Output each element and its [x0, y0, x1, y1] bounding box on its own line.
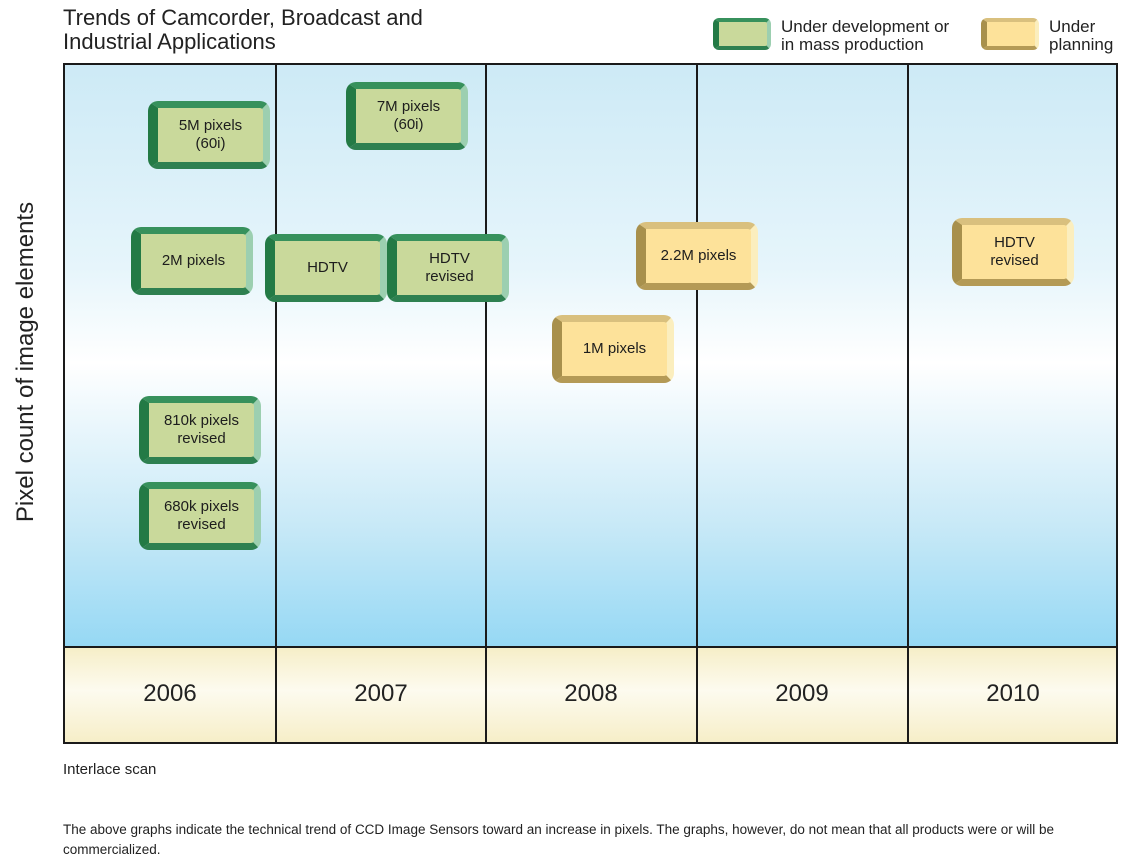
sensor-box-hdtv-2007: HDTV [265, 234, 387, 302]
year-divider [275, 65, 277, 742]
disclaimer-note: The above graphs indicate the technical … [63, 822, 1055, 857]
legend-development: Under development or in mass production [713, 18, 949, 54]
year-label-2010: 2010 [986, 680, 1040, 707]
year-label-2008: 2008 [564, 680, 618, 707]
sensor-box-5m-pixels: 5M pixels(60i) [148, 101, 270, 169]
legend-planning-label: Under planning [1049, 18, 1113, 54]
legend-development-line-2: in mass production [781, 35, 924, 54]
sensor-box-2-2m-pixels: 2.2M pixels [636, 222, 758, 290]
scan-type-note: Interlace scan [63, 761, 157, 778]
legend-planning-line-2: planning [1049, 35, 1114, 54]
legend-development-line-1: Under development or [781, 17, 950, 36]
sensor-box-1m-pixels: 1M pixels [552, 315, 674, 383]
year-divider [696, 65, 698, 742]
sensor-box-2m-pixels: 2M pixels [131, 227, 253, 295]
legend-development-label: Under development or in mass production [781, 18, 949, 54]
year-label-2007: 2007 [354, 680, 408, 707]
legend-planning: Under planning [981, 18, 1113, 54]
legend-development-swatch [713, 18, 771, 50]
title-line-2: Industrial Applications [63, 29, 276, 54]
sensor-box-7m-pixels: 7M pixels(60i) [346, 82, 468, 150]
timeline-chart: 2006 2007 2008 2009 2010 5M pixels(60i) … [63, 63, 1118, 744]
legend-planning-swatch [981, 18, 1039, 50]
year-divider [907, 65, 909, 742]
diagram-title: Trends of Camcorder, Broadcast and Indus… [63, 6, 523, 54]
year-label-2006: 2006 [143, 680, 197, 707]
y-axis-label: Pixel count of image elements [12, 201, 39, 523]
year-label-2009: 2009 [775, 680, 829, 707]
year-divider [485, 65, 487, 742]
year-band [65, 646, 1116, 742]
title-line-1: Trends of Camcorder, Broadcast and [63, 5, 423, 30]
legend-planning-line-1: Under [1049, 17, 1096, 36]
